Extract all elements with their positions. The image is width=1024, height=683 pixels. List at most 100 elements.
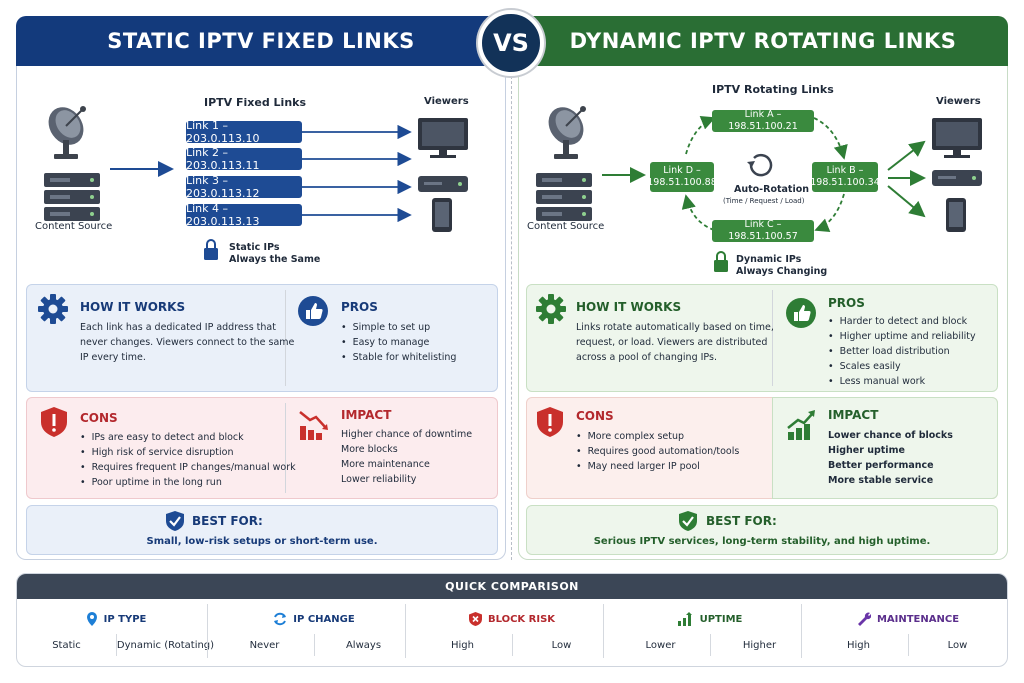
static-diagram xyxy=(44,106,468,260)
qc-col-sep xyxy=(207,604,208,658)
server-icon xyxy=(536,173,592,221)
dynamic-title: DYNAMIC IPTV ROTATING LINKS xyxy=(569,29,957,53)
dynamic-lock-line2: Always Changing xyxy=(736,266,828,277)
static-pro-1: Simple to set up xyxy=(341,320,456,335)
static-link-2[interactable]: Link 2 – 203.0.113.11 xyxy=(186,146,302,172)
qc-col-sep xyxy=(405,604,406,658)
quick-comparison-title: QUICK COMPARISON xyxy=(445,580,579,593)
tv-icon xyxy=(418,118,468,158)
dynamic-link-d-line2: 198.51.100.88 xyxy=(647,177,717,188)
qc-value-sep xyxy=(314,634,315,656)
static-how-text-1: Each link has a dedicated IP address tha… xyxy=(80,322,276,333)
static-con-3: Requires frequent IP changes/manual work xyxy=(80,460,296,475)
dynamic-pro-3: Better load distribution xyxy=(828,344,976,359)
static-link-1[interactable]: Link 1 – 203.0.113.10 xyxy=(186,119,302,145)
satellite-dish-icon xyxy=(48,106,86,159)
static-best-text: Small, low-risk setups or short-term use… xyxy=(146,536,378,547)
static-impact-1: Higher chance of downtime xyxy=(341,429,473,440)
dynamic-con-2: Requires good automation/tools xyxy=(576,444,740,459)
dynamic-link-a[interactable]: Link A – 198.51.100.21 xyxy=(712,109,814,132)
dynamic-link-b-line1: Link B – xyxy=(826,165,864,176)
dynamic-panel xyxy=(518,66,1008,560)
dynamic-banner: DYNAMIC IPTV ROTATING LINKS xyxy=(518,16,1008,66)
refresh-icon xyxy=(747,153,773,177)
dynamic-how-title: HOW IT WORKS xyxy=(576,300,682,314)
qc-col-ip-change: IP CHANGE Never Always xyxy=(215,602,413,664)
static-how-sep xyxy=(285,290,286,386)
qc-label-maintenance: MAINTENANCE xyxy=(876,613,960,625)
dynamic-pro-5: Less manual work xyxy=(828,374,976,389)
dynamic-link-d-line1: Link D – xyxy=(663,165,701,176)
tv-icon xyxy=(932,118,982,158)
dynamic-diagram xyxy=(536,106,982,272)
quick-comparison: QUICK COMPARISON IP TYPE Static Dynamic … xyxy=(16,573,1008,667)
panel-divider xyxy=(511,66,512,560)
qc-dynamic-maintenance: Low xyxy=(947,640,968,651)
uptime-chart-icon xyxy=(677,612,692,626)
static-title: STATIC IPTV FIXED LINKS xyxy=(107,29,415,53)
phone-icon xyxy=(946,198,966,232)
static-con-1: IPs are easy to detect and block xyxy=(80,430,296,445)
qc-dynamic-block-risk: Low xyxy=(551,640,572,651)
location-pin-icon xyxy=(86,612,97,626)
static-link-4[interactable]: Link 4 – 203.0.113.13 xyxy=(186,202,302,228)
dynamic-how-text-2: request, or load. Viewers are distribute… xyxy=(576,337,768,348)
dynamic-link-c[interactable]: Link C – 198.51.100.57 xyxy=(712,219,814,242)
qc-col-uptime: UPTIME Lower Higher xyxy=(611,602,809,664)
dynamic-pro-1: Harder to detect and block xyxy=(828,314,976,329)
warning-shield-icon xyxy=(537,407,563,437)
dynamic-con-1: More complex setup xyxy=(576,429,739,444)
static-best-box xyxy=(26,505,498,555)
qc-value-sep xyxy=(512,634,513,656)
static-source-label: Content Source xyxy=(35,221,113,232)
qc-col-block-risk: BLOCK RISK High Low xyxy=(413,602,611,664)
static-cons-title: CONS xyxy=(80,411,118,425)
qc-label-ip-type: IP TYPE xyxy=(103,613,147,625)
auto-rotation-label: Auto-Rotation xyxy=(734,184,810,195)
static-link-3[interactable]: Link 3 – 203.0.113.12 xyxy=(186,174,302,200)
auto-rotation-sub: (Time / Request / Load) xyxy=(723,197,805,205)
static-impact-title: IMPACT xyxy=(341,408,392,422)
rotation-arrow-b-c xyxy=(814,193,845,232)
dynamic-links-title: IPTV Rotating Links xyxy=(712,83,834,96)
shield-check-icon xyxy=(166,511,184,531)
dynamic-link-b-line2: 198.51.100.34 xyxy=(810,177,880,188)
dynamic-impact-title: IMPACT xyxy=(828,408,879,422)
qc-label-ip-change: IP CHANGE xyxy=(293,613,355,625)
qc-static-ip-change: Never xyxy=(249,640,280,651)
static-banner: STATIC IPTV FIXED LINKS xyxy=(16,16,506,66)
qc-col-ip-type: IP TYPE Static Dynamic (Rotating) xyxy=(17,602,215,664)
qc-col-maintenance: MAINTENANCE High Low xyxy=(809,602,1007,664)
dynamic-impact-2: Higher uptime xyxy=(828,445,905,456)
vs-label: VS xyxy=(493,29,529,57)
dynamic-best-title: BEST FOR: xyxy=(706,514,777,528)
static-panel xyxy=(16,66,506,560)
static-viewers-label: Viewers xyxy=(424,96,469,107)
dynamic-impact-4: More stable service xyxy=(828,475,934,486)
dynamic-link-b[interactable]: Link B – 198.51.100.34 xyxy=(810,162,880,192)
qc-dynamic-ip-change: Always xyxy=(345,640,382,651)
static-pro-2: Easy to manage xyxy=(341,335,456,350)
qc-value-sep xyxy=(908,634,909,656)
chart-up-icon xyxy=(787,410,815,440)
vs-badge: VS xyxy=(478,10,544,76)
static-con-4: Poor uptime in the long run xyxy=(80,475,296,490)
dynamic-impact-3: Better performance xyxy=(828,460,934,471)
dynamic-impact-bg xyxy=(772,397,998,499)
lock-icon xyxy=(714,251,728,272)
viewer-arrow-phone xyxy=(887,185,926,218)
static-con-2: High risk of service disruption xyxy=(80,445,296,460)
static-how-text-3: IP every time. xyxy=(80,352,146,363)
rotation-arrow-a-b xyxy=(813,117,848,160)
phone-icon xyxy=(432,198,452,232)
dynamic-pro-2: Higher uptime and reliability xyxy=(828,329,976,344)
dynamic-best-text: Serious IPTV services, long-term stabili… xyxy=(593,536,931,547)
block-shield-icon xyxy=(468,612,482,626)
shield-check-icon xyxy=(679,511,697,531)
thumbs-up-icon xyxy=(786,298,816,328)
static-how-text-2: never changes. Viewers connect to the sa… xyxy=(80,337,295,348)
dynamic-link-d[interactable]: Link D – 198.51.100.88 xyxy=(647,162,717,192)
set-top-box-icon xyxy=(932,170,982,186)
static-lock-line2: Always the Same xyxy=(229,254,321,265)
qc-col-sep xyxy=(603,604,604,658)
